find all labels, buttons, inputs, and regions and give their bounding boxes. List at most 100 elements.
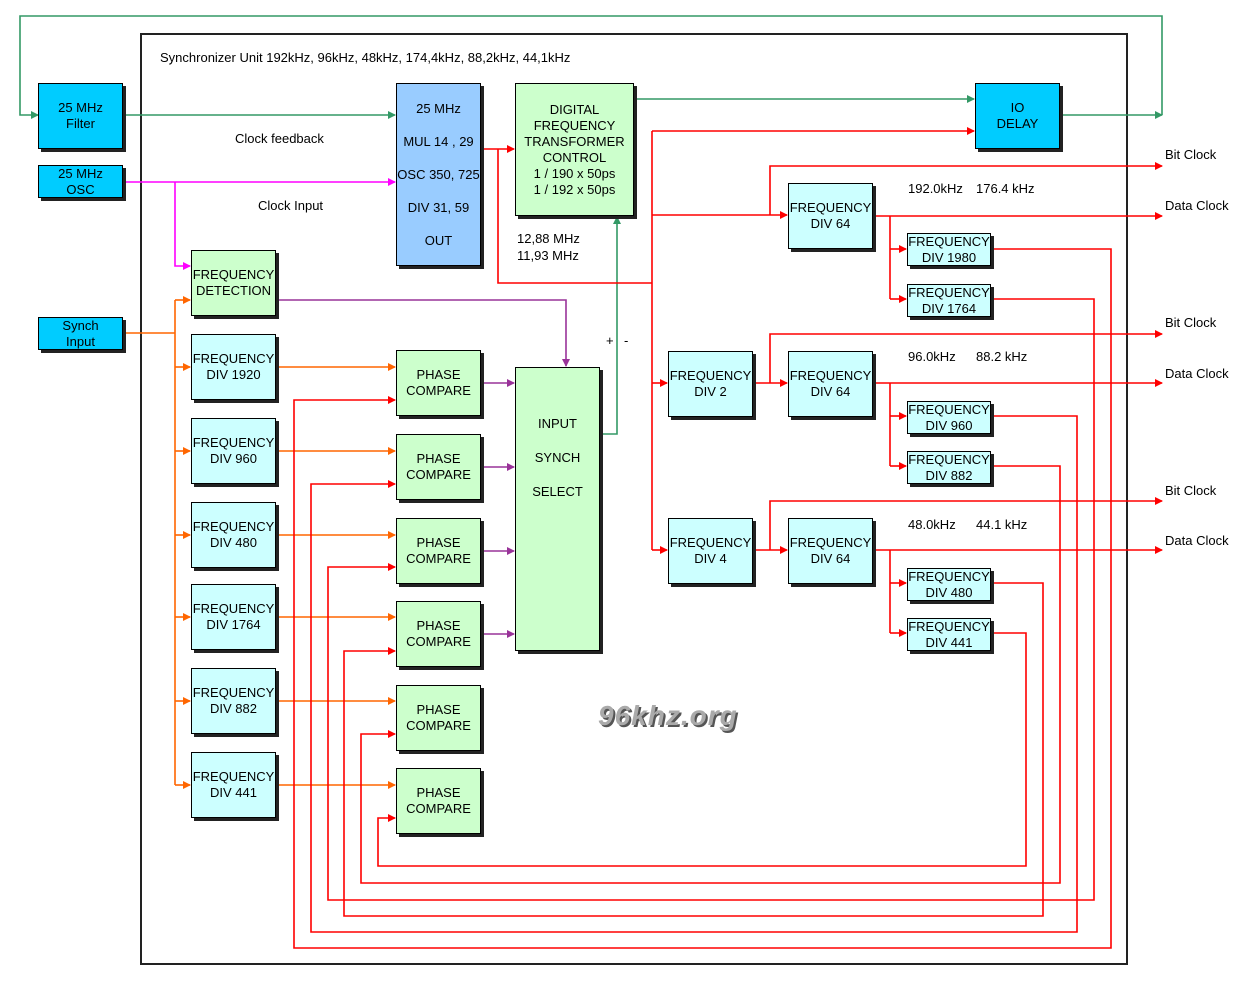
div1764-out-line-1: FREQUENCY bbox=[908, 284, 990, 300]
phase-compare-5: PHASE COMPARE bbox=[396, 685, 481, 751]
divider-div480-out: FREQUENCY DIV 480 bbox=[907, 568, 991, 601]
divider-div1980: FREQUENCY DIV 1980 bbox=[907, 233, 991, 266]
pll-line-3: OSC 350, 725 bbox=[397, 166, 480, 182]
input-divider-480-line-2: DIV 480 bbox=[210, 535, 257, 550]
frequency-detection-block: FREQUENCY DETECTION bbox=[191, 250, 276, 316]
osc-block: 25 MHz OSC bbox=[38, 165, 123, 198]
pll-line-1: 25 MHz bbox=[416, 100, 461, 116]
div64-48-line-2: DIV 64 bbox=[810, 551, 851, 566]
rate-441-label: 44.1 kHz bbox=[976, 517, 1028, 532]
div960-out-line-1: FREQUENCY bbox=[908, 401, 990, 417]
div64-96-line-2: DIV 64 bbox=[810, 384, 851, 399]
input-divider-441-line-2: DIV 441 bbox=[210, 785, 257, 800]
dftc-line-1: DIGITAL bbox=[549, 101, 600, 117]
div2-line-1: FREQUENCY bbox=[669, 368, 752, 383]
div2-line-2: DIV 2 bbox=[694, 384, 727, 399]
input-divider-1764-line-1: FREQUENCY bbox=[192, 601, 275, 616]
dftc-line-5: 1 / 190 x 50ps bbox=[533, 165, 616, 181]
dftc-line-2: FREQUENCY bbox=[533, 117, 616, 133]
div441-out-line-1: FREQUENCY bbox=[908, 618, 990, 634]
div480-out-line-2: DIV 480 bbox=[925, 584, 973, 600]
phase-compare-4-line-1: PHASE bbox=[416, 618, 461, 633]
magenta-wires bbox=[123, 178, 396, 270]
input-divider-1764: FREQUENCY DIV 1764 bbox=[191, 584, 276, 650]
bit-clock-192-label: Bit Clock bbox=[1165, 147, 1217, 162]
dftc-line-4: CONTROL bbox=[542, 149, 607, 165]
divider-div4: FREQUENCY DIV 4 bbox=[668, 518, 753, 584]
input-divider-480: FREQUENCY DIV 480 bbox=[191, 502, 276, 568]
input-divider-441-line-1: FREQUENCY bbox=[192, 769, 275, 784]
input-divider-1920: FREQUENCY DIV 1920 bbox=[191, 334, 276, 400]
input-divider-441: FREQUENCY DIV 441 bbox=[191, 752, 276, 818]
dftc-line-6: 1 / 192 x 50ps bbox=[533, 181, 616, 197]
phase-compare-5-line-1: PHASE bbox=[416, 702, 461, 717]
bit-clock-96-label: Bit Clock bbox=[1165, 315, 1217, 330]
clock-input-label: Clock Input bbox=[258, 198, 324, 213]
phase-compare-4-line-2: COMPARE bbox=[406, 634, 471, 649]
divider-div2: FREQUENCY DIV 2 bbox=[668, 351, 753, 417]
rate-48-label: 48.0kHz bbox=[908, 517, 956, 532]
osc-line-1: 25 MHz bbox=[58, 165, 103, 181]
synchronizer-unit-frame bbox=[140, 33, 1128, 965]
phase-compare-1-line-1: PHASE bbox=[416, 367, 461, 382]
divider-div1764-out: FREQUENCY DIV 1764 bbox=[907, 284, 991, 317]
phase-compare-5-line-2: COMPARE bbox=[406, 718, 471, 733]
iss-line-2: SYNCH bbox=[534, 450, 581, 465]
input-divider-1920-line-1: FREQUENCY bbox=[192, 351, 275, 366]
filter-line-2: Filter bbox=[66, 116, 95, 131]
filter-line-1: 25 MHz bbox=[58, 100, 103, 115]
data-clock-192-label: Data Clock bbox=[1165, 198, 1229, 213]
purple-wires bbox=[276, 299, 570, 638]
rate-1764-label: 176.4 kHz bbox=[976, 181, 1035, 196]
phase-compare-3-line-2: COMPARE bbox=[406, 551, 471, 566]
freq-1193-label: 11,93 MHz bbox=[517, 248, 579, 263]
input-divider-1764-line-2: DIV 1764 bbox=[206, 617, 261, 632]
green-wires bbox=[19, 15, 1163, 435]
input-divider-882-line-1: FREQUENCY bbox=[192, 685, 275, 700]
divider-div64-192: FREQUENCY DIV 64 bbox=[788, 183, 873, 249]
minus-sign: - bbox=[624, 333, 629, 348]
input-divider-960-line-2: DIV 960 bbox=[210, 451, 257, 466]
io-delay-line-1: IO bbox=[1010, 100, 1025, 115]
div441-out-line-2: DIV 441 bbox=[925, 634, 973, 650]
watermark: 96khz.org bbox=[598, 700, 738, 731]
unit-title: Synchronizer Unit 192kHz, 96kHz, 48kHz, … bbox=[160, 50, 571, 65]
divider-div64-96: FREQUENCY DIV 64 bbox=[788, 351, 873, 417]
freq-detection-line-1: FREQUENCY bbox=[192, 267, 275, 282]
div1980-line-2: DIV 1980 bbox=[921, 249, 977, 265]
phase-compare-4: PHASE COMPARE bbox=[396, 601, 481, 667]
pll-line-2: MUL 14 , 29 bbox=[403, 133, 474, 149]
pll-block: 25 MHz MUL 14 , 29 OSC 350, 725 DIV 31, … bbox=[396, 83, 481, 266]
div64-192-line-1: FREQUENCY bbox=[789, 200, 872, 215]
phase-compare-2-line-1: PHASE bbox=[416, 451, 461, 466]
phase-compare-6: PHASE COMPARE bbox=[396, 768, 481, 834]
divider-div64-48: FREQUENCY DIV 64 bbox=[788, 518, 873, 584]
input-synch-select-block: INPUT SYNCH SELECT bbox=[515, 367, 600, 651]
data-clock-48-label: Data Clock bbox=[1165, 533, 1229, 548]
div64-96-line-1: FREQUENCY bbox=[789, 368, 872, 383]
div480-out-line-1: FREQUENCY bbox=[908, 568, 990, 584]
div4-line-2: DIV 4 bbox=[694, 551, 727, 566]
pll-line-4: DIV 31, 59 bbox=[407, 199, 470, 215]
input-divider-882-line-2: DIV 882 bbox=[210, 701, 257, 716]
div882-out-line-2: DIV 882 bbox=[925, 467, 973, 483]
div960-out-line-2: DIV 960 bbox=[925, 417, 973, 433]
input-divider-960: FREQUENCY DIV 960 bbox=[191, 418, 276, 484]
phase-compare-2-line-2: COMPARE bbox=[406, 467, 471, 482]
div64-192-line-2: DIV 64 bbox=[810, 216, 851, 231]
phase-compare-6-line-2: COMPARE bbox=[406, 801, 471, 816]
input-divider-882: FREQUENCY DIV 882 bbox=[191, 668, 276, 734]
plus-sign: + bbox=[606, 333, 614, 348]
pll-line-5: OUT bbox=[424, 232, 453, 248]
input-divider-960-line-1: FREQUENCY bbox=[192, 435, 275, 450]
orange-wires bbox=[123, 296, 396, 789]
divider-div960-out: FREQUENCY DIV 960 bbox=[907, 401, 991, 434]
rate-192-label: 192.0kHz bbox=[908, 181, 963, 196]
freq-detection-line-2: DETECTION bbox=[195, 283, 272, 298]
dftc-block: DIGITAL FREQUENCY TRANSFORMER CONTROL 1 … bbox=[515, 83, 634, 216]
div882-out-line-1: FREQUENCY bbox=[908, 451, 990, 467]
synch-line-2: Input bbox=[66, 333, 95, 349]
red-wires bbox=[293, 127, 1163, 949]
